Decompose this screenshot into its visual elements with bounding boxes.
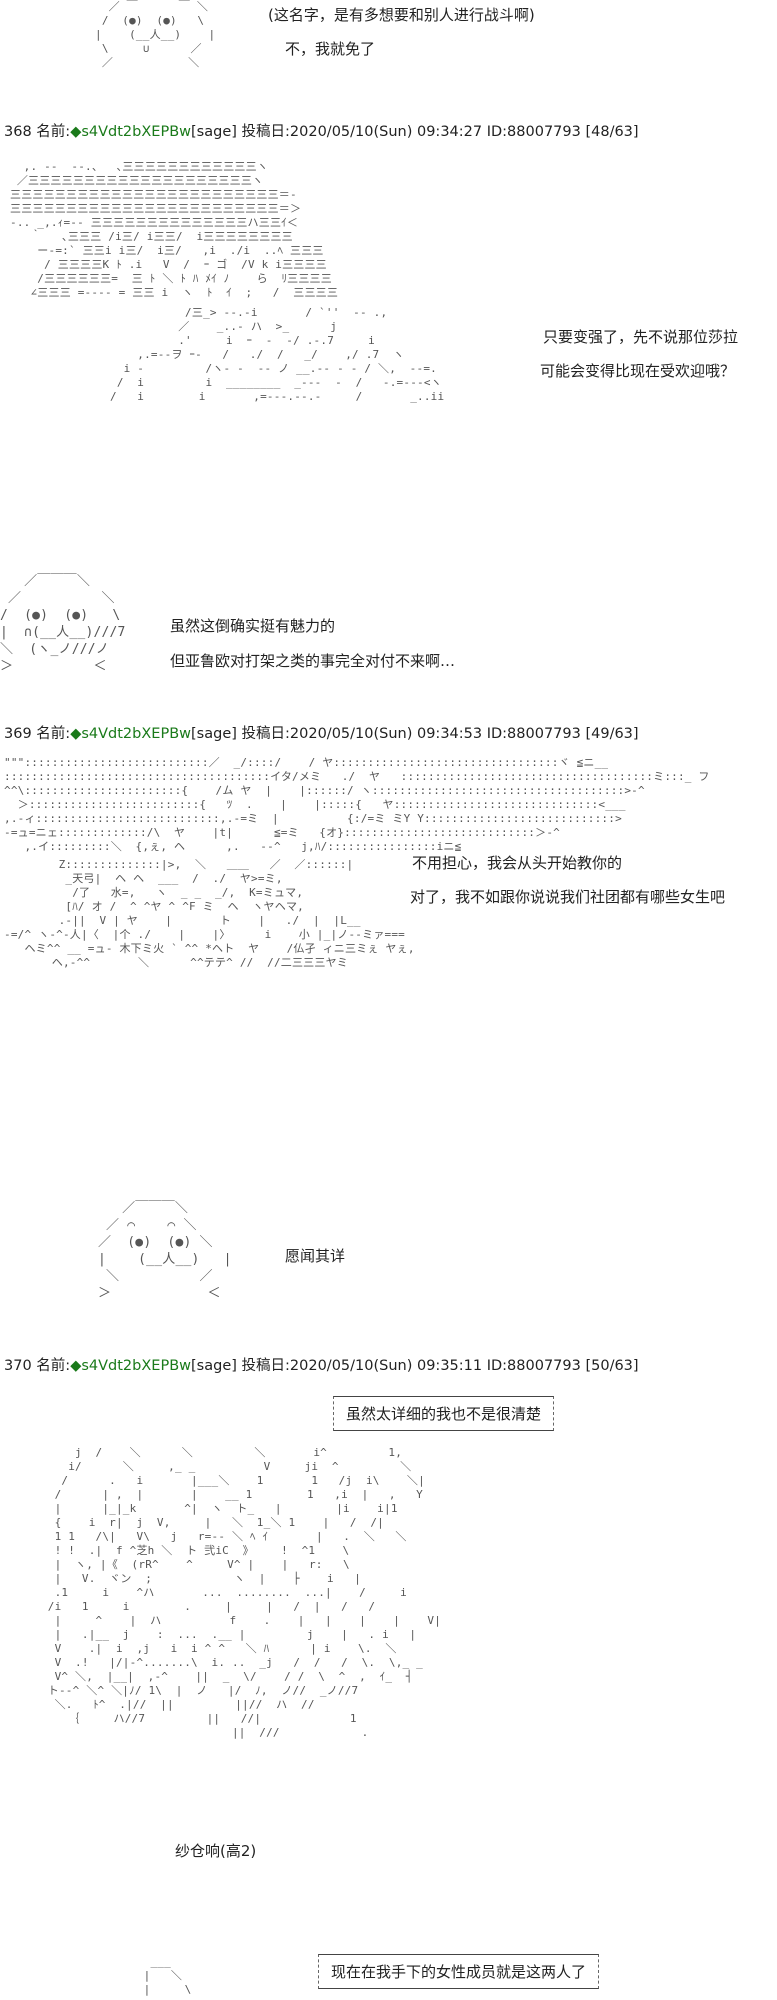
posted-label: 投稿日:	[241, 726, 290, 742]
sage-tag: [sage]	[191, 1358, 237, 1374]
post-id: ID:88007793	[486, 124, 581, 140]
dialogue-line: 虽然这倒确实挺有魅力的	[170, 617, 336, 635]
post-date: 2020/05/10(Sun) 09:34:27	[289, 124, 483, 140]
character-body-art: Z::::::::::::::|>, ＼ ＿＿ ／ ／::::::| _天弓| …	[4, 858, 415, 969]
sage-tag: [sage]	[191, 726, 237, 742]
character-face-art: ／￣￣￣＼ ／ ⌒ ⌒ ＼ ／ (●) (●) ＼ | (__人__) | ＼ …	[98, 1201, 232, 1301]
character-art: j / ＼ ＼ ＼ i^ 1, i/ ＼ ,_ _ V ji ^ ＼ / . i…	[47, 1446, 442, 1739]
post-date: 2020/05/10(Sun) 09:34:53	[289, 726, 483, 742]
tripcode-link[interactable]: ◆s4Vdt2bXEPBw	[70, 1358, 192, 1374]
character-face-art: ___ | ＼ | \	[143, 1955, 192, 1996]
post-date: 2020/05/10(Sun) 09:35:11	[289, 1358, 483, 1374]
name-label: 名前:	[36, 726, 71, 742]
posted-label: 投稿日:	[241, 124, 290, 140]
post-number: 368	[4, 124, 32, 140]
character-face-art: ／ ￣ ￣ ＼ / (●) (●) \ | (__人__) | \ ∪ ／ ／ …	[95, 0, 216, 69]
bubble-text: 现在在我手下的女性成员就是这两人了	[331, 1963, 587, 1981]
post-header: 368 名前:◆s4Vdt2bXEPBw[sage] 投稿日:2020/05/1…	[4, 120, 639, 141]
tripcode-link[interactable]: ◆s4Vdt2bXEPBw	[70, 124, 192, 140]
dialogue-line: 不用担心，我会从头开始教你的	[412, 854, 623, 872]
post-number: 370	[4, 1358, 32, 1374]
dialogue-line: 但亚鲁欧对打架之类的事完全对付不来啊…	[170, 652, 456, 670]
name-label: 名前:	[36, 124, 71, 140]
sage-tag: [sage]	[191, 124, 237, 140]
dialogue-line: 愿闻其详	[285, 1247, 346, 1265]
dialogue-line: 只要变强了，先不说那位莎拉	[543, 328, 739, 346]
post-header: 369 名前:◆s4Vdt2bXEPBw[sage] 投稿日:2020/05/1…	[4, 722, 639, 743]
dialogue-line: 对了，我不如跟你说说我们社团都有哪些女生吧	[410, 888, 726, 906]
post-id: ID:88007793	[486, 726, 581, 742]
name-label: 名前:	[36, 1358, 71, 1374]
character-face-art: ／￣￣￣＼ ／ ＼ / (●) (●) \ | ∩(__人__)///7 ＼ (…	[0, 574, 126, 674]
character-body-art: /三_> -‐.-i / `'' -‐ ., ／ _..- ハ >_ j .' …	[110, 306, 445, 403]
dialogue-line: 不，我就免了	[285, 40, 376, 58]
post-id: ID:88007793	[486, 1358, 581, 1374]
post-count: [49/63]	[585, 726, 639, 742]
character-hair-art: """:::::::::::::::::::::::::::／ _/::::/ …	[4, 756, 710, 853]
post-count: [50/63]	[585, 1358, 639, 1374]
dialogue-line: (这名字，是有多想要和别人进行战斗啊)	[268, 6, 535, 24]
character-hair-art: ,. -‐ ‐-.、 ､三三三三三三三三三三三三ヽ ／三三三三三三三三三三三三三…	[10, 160, 339, 299]
post-header: 370 名前:◆s4Vdt2bXEPBw[sage] 投稿日:2020/05/1…	[4, 1354, 639, 1375]
tripcode-link[interactable]: ◆s4Vdt2bXEPBw	[70, 726, 192, 742]
posted-label: 投稿日:	[241, 1358, 290, 1374]
bubble-text: 虽然太详细的我也不是很清楚	[346, 1405, 542, 1423]
speech-bubble: 现在在我手下的女性成员就是这两人了	[318, 1954, 600, 1989]
character-caption: 纱仓响(高2)	[175, 1842, 257, 1860]
speech-bubble: 虽然太详细的我也不是很清楚	[333, 1396, 555, 1431]
post-number: 369	[4, 726, 32, 742]
post-count: [48/63]	[585, 124, 639, 140]
dialogue-line: 可能会变得比现在受欢迎哦？	[540, 362, 736, 380]
